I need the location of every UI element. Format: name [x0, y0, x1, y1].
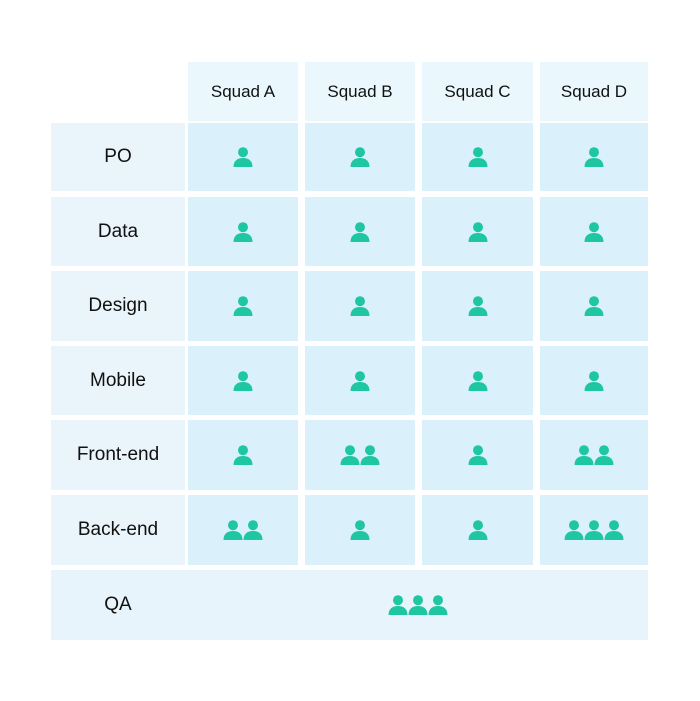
- staff-cell: [305, 420, 415, 490]
- people-group-icon: [468, 445, 487, 465]
- people-group-icon: [388, 595, 448, 615]
- person-icon: [388, 595, 408, 615]
- person-icon: [468, 445, 487, 465]
- squad-staffing-matrix: Squad A Squad B Squad C Squad D PO Data …: [51, 62, 648, 640]
- staff-cell: [422, 346, 533, 415]
- person-icon: [428, 595, 448, 615]
- staff-cell: [188, 123, 298, 191]
- squad-header-a: Squad A: [188, 62, 298, 121]
- people-group-icon: [350, 147, 370, 167]
- person-icon: [584, 221, 604, 242]
- role-label-mobile: Mobile: [51, 346, 185, 415]
- qa-row: [51, 570, 648, 640]
- person-icon: [574, 445, 594, 465]
- people-group-icon: [233, 296, 253, 316]
- staff-cell: [305, 197, 415, 266]
- people-group-icon: [233, 370, 253, 391]
- role-label-qa: QA: [104, 594, 132, 615]
- person-icon: [468, 296, 487, 316]
- person-icon: [223, 520, 243, 540]
- people-group-icon: [350, 370, 370, 391]
- staff-cell: [188, 420, 298, 490]
- role-label-design: Design: [51, 271, 185, 341]
- qa-staff-cell: [188, 570, 648, 640]
- person-icon: [233, 221, 253, 242]
- staff-cell: [188, 495, 298, 565]
- staff-cell: [540, 197, 648, 266]
- people-group-icon: [468, 221, 487, 242]
- people-group-icon: [468, 147, 487, 167]
- people-group-icon: [223, 520, 263, 540]
- staff-cell: [422, 495, 533, 565]
- person-icon: [408, 595, 428, 615]
- person-icon: [584, 296, 604, 316]
- squad-header-d: Squad D: [540, 62, 648, 121]
- staff-cell: [540, 495, 648, 565]
- staff-cell: [305, 123, 415, 191]
- role-label-po: PO: [51, 123, 185, 191]
- people-group-icon: [233, 445, 253, 465]
- people-group-icon: [350, 296, 370, 316]
- staff-cell: [188, 197, 298, 266]
- person-icon: [468, 221, 487, 242]
- people-group-icon: [340, 445, 380, 465]
- people-group-icon: [350, 520, 370, 540]
- people-group-icon: [584, 296, 604, 316]
- people-group-icon: [584, 370, 604, 391]
- person-icon: [233, 445, 253, 465]
- people-group-icon: [574, 445, 614, 465]
- staff-cell: [305, 346, 415, 415]
- person-icon: [350, 370, 370, 391]
- person-icon: [233, 370, 253, 391]
- person-icon: [468, 370, 487, 391]
- person-icon: [604, 520, 624, 540]
- staff-cell: [422, 197, 533, 266]
- people-group-icon: [350, 221, 370, 242]
- person-icon: [233, 296, 253, 316]
- person-icon: [584, 520, 604, 540]
- person-icon: [468, 147, 487, 167]
- squad-header-b: Squad B: [305, 62, 415, 121]
- person-icon: [584, 147, 604, 167]
- staff-cell: [305, 495, 415, 565]
- role-label-back-end: Back-end: [51, 495, 185, 565]
- people-group-icon: [564, 520, 624, 540]
- person-icon: [350, 221, 370, 242]
- staff-cell: [422, 271, 533, 341]
- person-icon: [584, 370, 604, 391]
- person-icon: [340, 445, 360, 465]
- people-group-icon: [584, 221, 604, 242]
- people-group-icon: [584, 147, 604, 167]
- person-icon: [468, 520, 487, 540]
- staff-cell: [422, 420, 533, 490]
- staff-cell: [540, 123, 648, 191]
- person-icon: [350, 147, 370, 167]
- staff-cell: [422, 123, 533, 191]
- people-group-icon: [233, 221, 253, 242]
- role-label-data: Data: [51, 197, 185, 266]
- staff-cell: [540, 271, 648, 341]
- people-group-icon: [468, 370, 487, 391]
- person-icon: [350, 520, 370, 540]
- person-icon: [350, 296, 370, 316]
- staff-cell: [188, 346, 298, 415]
- staff-cell: [540, 420, 648, 490]
- staff-cell: [188, 271, 298, 341]
- person-icon: [360, 445, 380, 465]
- staff-cell: [305, 271, 415, 341]
- person-icon: [233, 147, 253, 167]
- person-icon: [594, 445, 614, 465]
- staff-cell: [540, 346, 648, 415]
- people-group-icon: [468, 520, 487, 540]
- person-icon: [243, 520, 263, 540]
- people-group-icon: [468, 296, 487, 316]
- person-icon: [564, 520, 584, 540]
- people-group-icon: [233, 147, 253, 167]
- squad-header-c: Squad C: [422, 62, 533, 121]
- role-label-front-end: Front-end: [51, 420, 185, 490]
